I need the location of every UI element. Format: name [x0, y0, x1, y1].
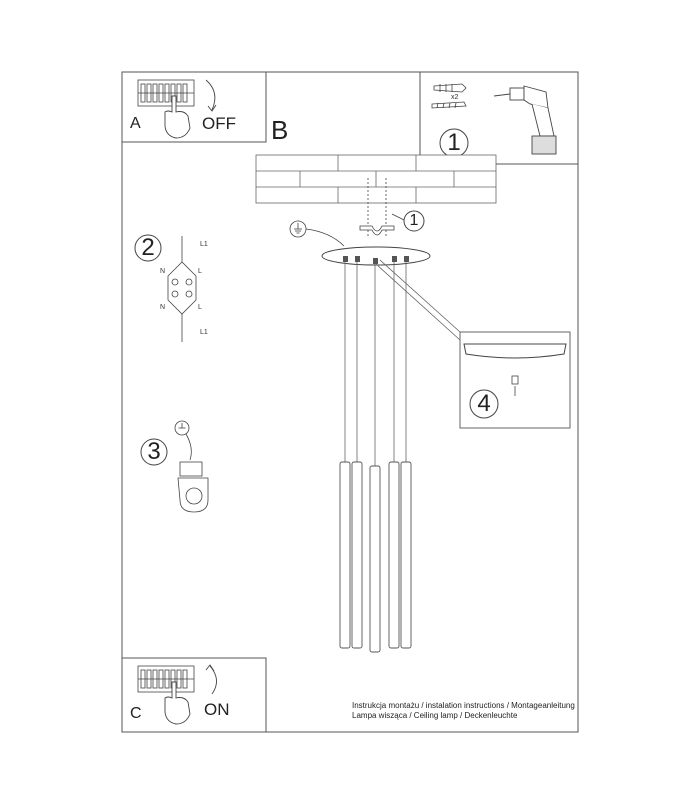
canopy-detail: [463, 343, 567, 359]
wire-l1-bottom: L1: [200, 329, 208, 336]
hand-switch-off-icon: [164, 79, 217, 139]
step-a-letter: A: [130, 115, 141, 132]
step-a-state: OFF: [202, 114, 236, 133]
step-1-number: 1: [447, 129, 461, 156]
terminal-block-icon: [167, 236, 197, 342]
callout-1-number: 1: [409, 212, 419, 229]
wall-plug-icon: [433, 83, 467, 93]
callout-4-leader-b: [375, 263, 461, 341]
footer-line-2: Lampa wisząca / Ceiling lamp / Deckenleu…: [352, 711, 518, 720]
step-b-letter: B: [271, 115, 289, 145]
step-3-circle: [140, 438, 168, 466]
ground-terminal-icon: [174, 420, 209, 513]
wire-l-bottom: L: [198, 304, 202, 311]
screws-quantity: x2: [451, 94, 459, 101]
breaker-box-off-icon: [137, 79, 195, 107]
canopy-connectors: [343, 256, 409, 264]
breaker-box-on-icon: [137, 665, 195, 693]
wire-l1-top: L1: [200, 241, 208, 248]
mounting-bracket: [359, 225, 395, 236]
step-3-number: 3: [147, 438, 161, 465]
step-2-circle: [134, 234, 162, 262]
hand-switch-on-icon: [164, 664, 217, 725]
canopy: [321, 246, 431, 266]
step-c-state: ON: [204, 700, 230, 719]
ground-symbol-icon: [289, 220, 345, 247]
wire-n-top: N: [160, 268, 166, 275]
step-c-letter: C: [130, 705, 142, 722]
step-4-circle: [469, 389, 499, 419]
pendant-cables: [344, 262, 407, 466]
ceiling-block: [255, 154, 497, 204]
pendant-tubes: [339, 461, 412, 653]
set-screw-icon: [511, 375, 519, 396]
callout-4-leader-a: [379, 259, 461, 333]
wire-n-bottom: N: [160, 304, 166, 311]
step-4-number: 4: [477, 390, 491, 417]
callout-1-leader: [391, 213, 405, 221]
step-2-number: 2: [141, 234, 155, 261]
sheet-frame: [121, 71, 579, 733]
callout-1-circle: [403, 210, 425, 232]
drill-icon: [493, 85, 557, 155]
footer-line-1: Instrukcja montażu / instalation instruc…: [352, 701, 575, 710]
wire-l-top: L: [198, 268, 202, 275]
screw-icon: [431, 101, 467, 109]
